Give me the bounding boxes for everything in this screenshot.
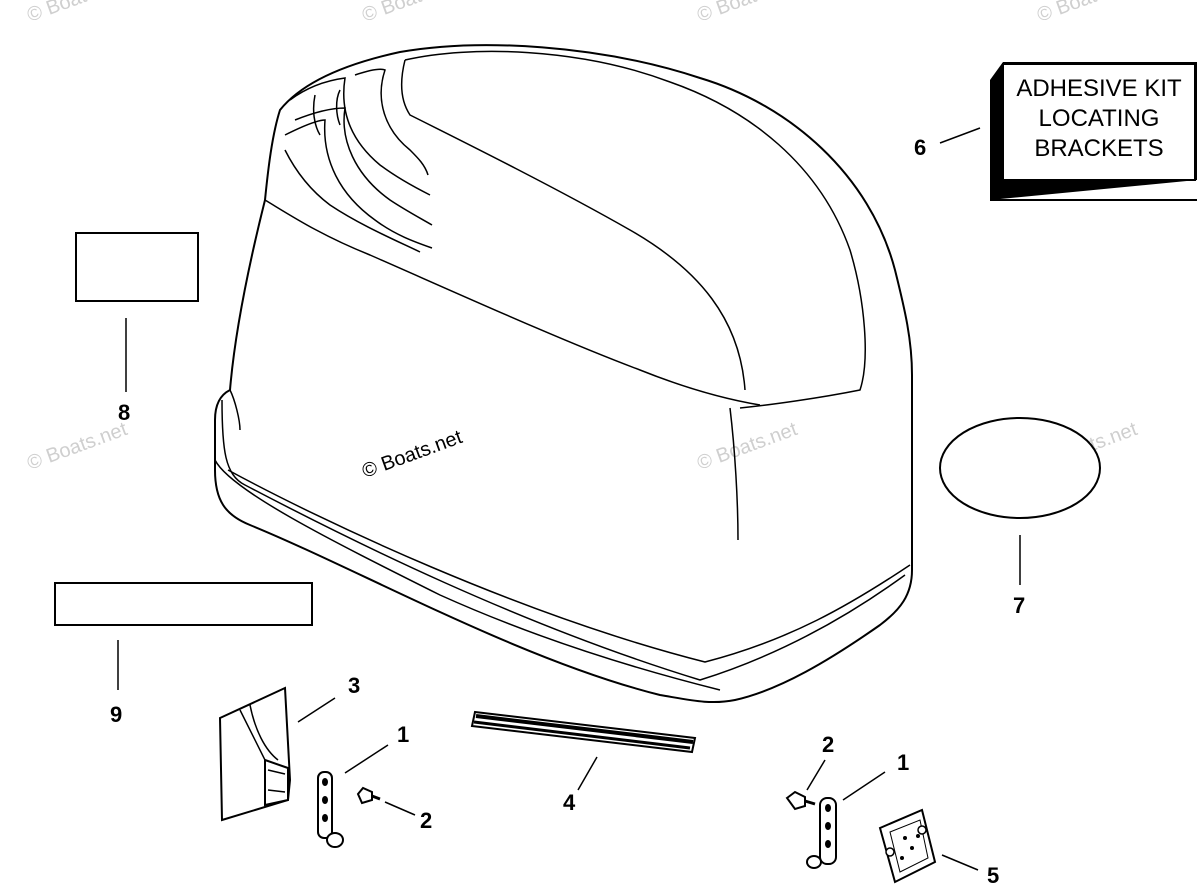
kit-line-1: ADHESIVE KIT (1016, 75, 1182, 102)
leader-2-right (806, 759, 826, 791)
adhesive-kit-box: ADHESIVE KIT LOCATING BRACKETS (990, 62, 1197, 201)
callout-2-left: 2 (420, 808, 432, 833)
callout-1-right: 1 (897, 750, 909, 775)
clip-plate-5 (878, 808, 937, 884)
screw-2-right (785, 790, 816, 811)
watermark-main: © Boats.net (359, 426, 465, 483)
callout-7: 7 (1013, 593, 1025, 618)
callout-6: 6 (914, 135, 926, 160)
seal-strip-4 (470, 710, 697, 754)
watermark-mid-left: © Boats.net (24, 418, 130, 475)
callout-8: 8 (118, 400, 130, 425)
callout-4: 4 (563, 790, 576, 815)
kit-line-2: LOCATING (1039, 105, 1160, 132)
bracket-3 (218, 686, 292, 822)
kit-line-3: BRACKETS (1034, 135, 1163, 162)
engine-cowl (214, 44, 913, 704)
leader-1-left (344, 744, 389, 774)
leader-1-right (842, 771, 886, 801)
watermark-mid-right: © Boats.net (694, 418, 800, 475)
watermark-top-center: © Boats.net (359, 0, 465, 27)
kit-box-face (1002, 63, 1196, 181)
leader-6 (939, 127, 981, 144)
decal-9-rect (54, 582, 313, 626)
watermark-top-left: © Boats.net (24, 0, 130, 27)
plate-1-right (806, 797, 837, 869)
callout-2-right: 2 (822, 732, 834, 757)
callout-3: 3 (348, 673, 360, 698)
watermark-top-right: © Boats.net (694, 0, 800, 27)
callout-1-left: 1 (397, 722, 409, 747)
watermark-top-far-right: © Boats.net (1034, 0, 1140, 27)
decal-7-ellipse (939, 417, 1101, 519)
screw-2-left (356, 786, 381, 805)
callout-9: 9 (110, 702, 122, 727)
callout-5: 5 (987, 863, 999, 888)
decal-8-rect (75, 232, 199, 302)
plate-1-left (317, 771, 344, 848)
leader-2-left (384, 801, 416, 816)
leader-4 (577, 756, 598, 791)
leader-5 (941, 854, 979, 871)
leader-3 (297, 697, 336, 723)
